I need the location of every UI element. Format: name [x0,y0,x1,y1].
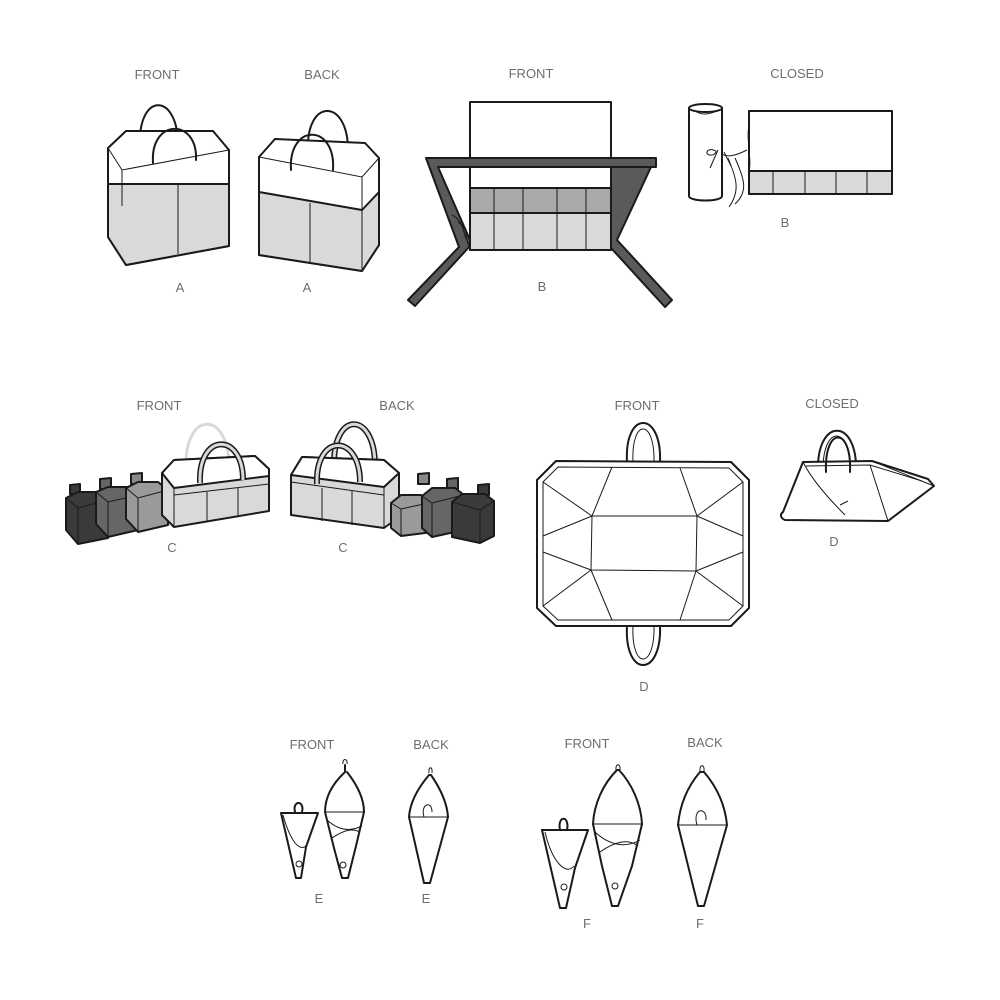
view-c-front-label: FRONT [137,398,182,413]
view-e-front-label: FRONT [290,737,335,752]
view-b-front-letter: B [538,279,547,294]
view-a-front: FRONT A [107,67,230,295]
view-c-back-label: BACK [379,398,415,413]
chair-organizer-b-drawing [407,101,673,308]
view-b-front-label: FRONT [509,66,554,81]
chair-organizer-b-closed-drawing [688,103,893,208]
view-a-front-letter: A [176,280,185,295]
view-d-closed-label: CLOSED [805,396,858,411]
view-b-front: FRONT B [407,66,673,308]
play-mat-d-open-drawing [536,422,750,666]
pocket-cone-e-front-drawing [280,759,365,879]
view-a-back: BACK A [258,67,380,295]
view-c-back: BACK C [290,398,495,555]
view-f-front-label: FRONT [565,736,610,751]
view-d-front-letter: D [639,679,648,694]
view-e-front: FRONT E [280,737,365,906]
view-f-front-letter: F [583,916,591,931]
view-d-front-label: FRONT [615,398,660,413]
view-d-front: FRONT D [536,398,750,694]
view-d-closed-letter: D [829,534,838,549]
tote-bag-a-front-drawing [107,104,230,266]
view-a-front-label: FRONT [135,67,180,82]
play-mat-d-closed-drawing [779,429,935,522]
view-e-back: BACK E [408,737,449,906]
view-c-front-letter: C [167,540,176,555]
view-f-back-letter: F [696,916,704,931]
pocket-cone-f-front-drawing [541,764,643,909]
view-b-closed: CLOSED B [688,66,893,230]
view-b-closed-label: CLOSED [770,66,823,81]
view-a-back-label: BACK [304,67,340,82]
pocket-cone-e-back-drawing [408,767,449,884]
view-b-closed-letter: B [781,215,790,230]
view-e-front-letter: E [315,891,324,906]
pocket-cone-f-back-drawing [677,765,728,907]
view-f-back-label: BACK [687,735,723,750]
tote-bag-a-back-drawing [258,110,380,272]
view-c-front: FRONT C [65,398,270,555]
view-e-back-letter: E [422,891,431,906]
view-f-back: BACK F [677,735,728,931]
view-c-back-letter: C [338,540,347,555]
view-a-back-letter: A [303,280,312,295]
view-f-front: FRONT F [541,736,643,931]
view-e-back-label: BACK [413,737,449,752]
view-d-closed: CLOSED D [779,396,935,549]
caddy-c-back-drawing [290,421,495,544]
caddy-c-front-drawing [65,422,270,545]
